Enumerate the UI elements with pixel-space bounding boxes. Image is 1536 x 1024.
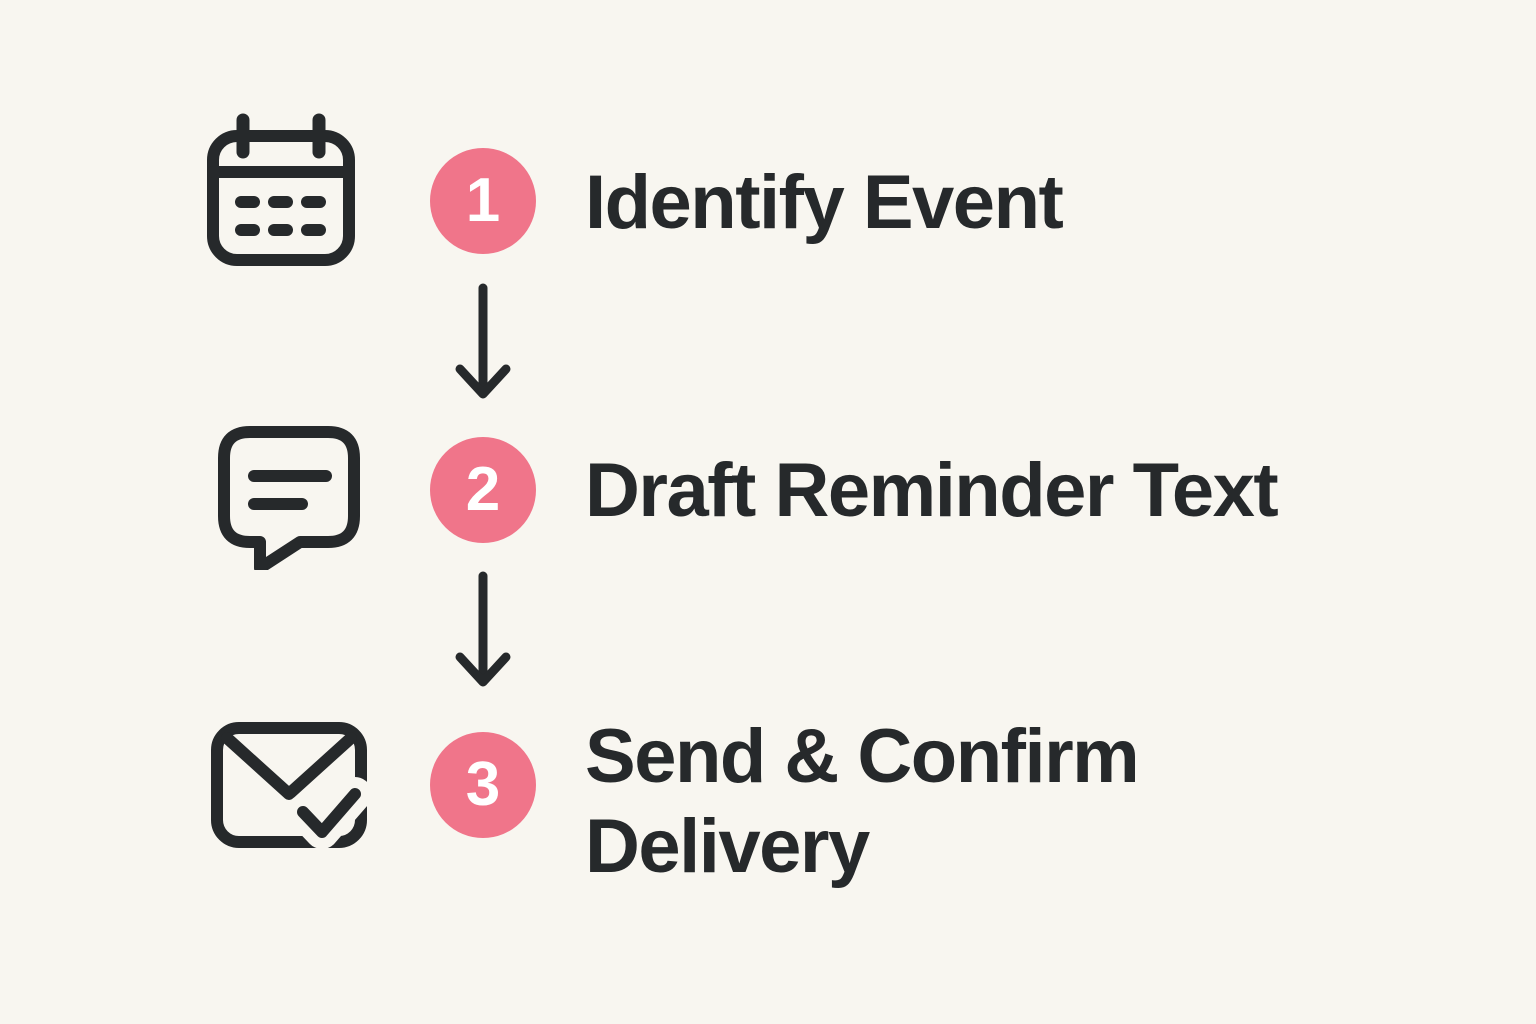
step-number-badge: 2 [430, 437, 536, 543]
envelope-check-icon [207, 720, 371, 850]
step-label: Draft Reminder Text [585, 448, 1279, 533]
arrow-down-icon [451, 570, 515, 694]
step-number-badge: 3 [430, 732, 536, 838]
arrow-down-icon [451, 282, 515, 406]
calendar-icon [201, 110, 361, 270]
chat-bubble-icon [214, 424, 364, 570]
step-label: Send & Confirm Delivery [585, 714, 1140, 889]
step-label: Identify Event [585, 160, 1064, 245]
step-number-badge: 1 [430, 148, 536, 254]
